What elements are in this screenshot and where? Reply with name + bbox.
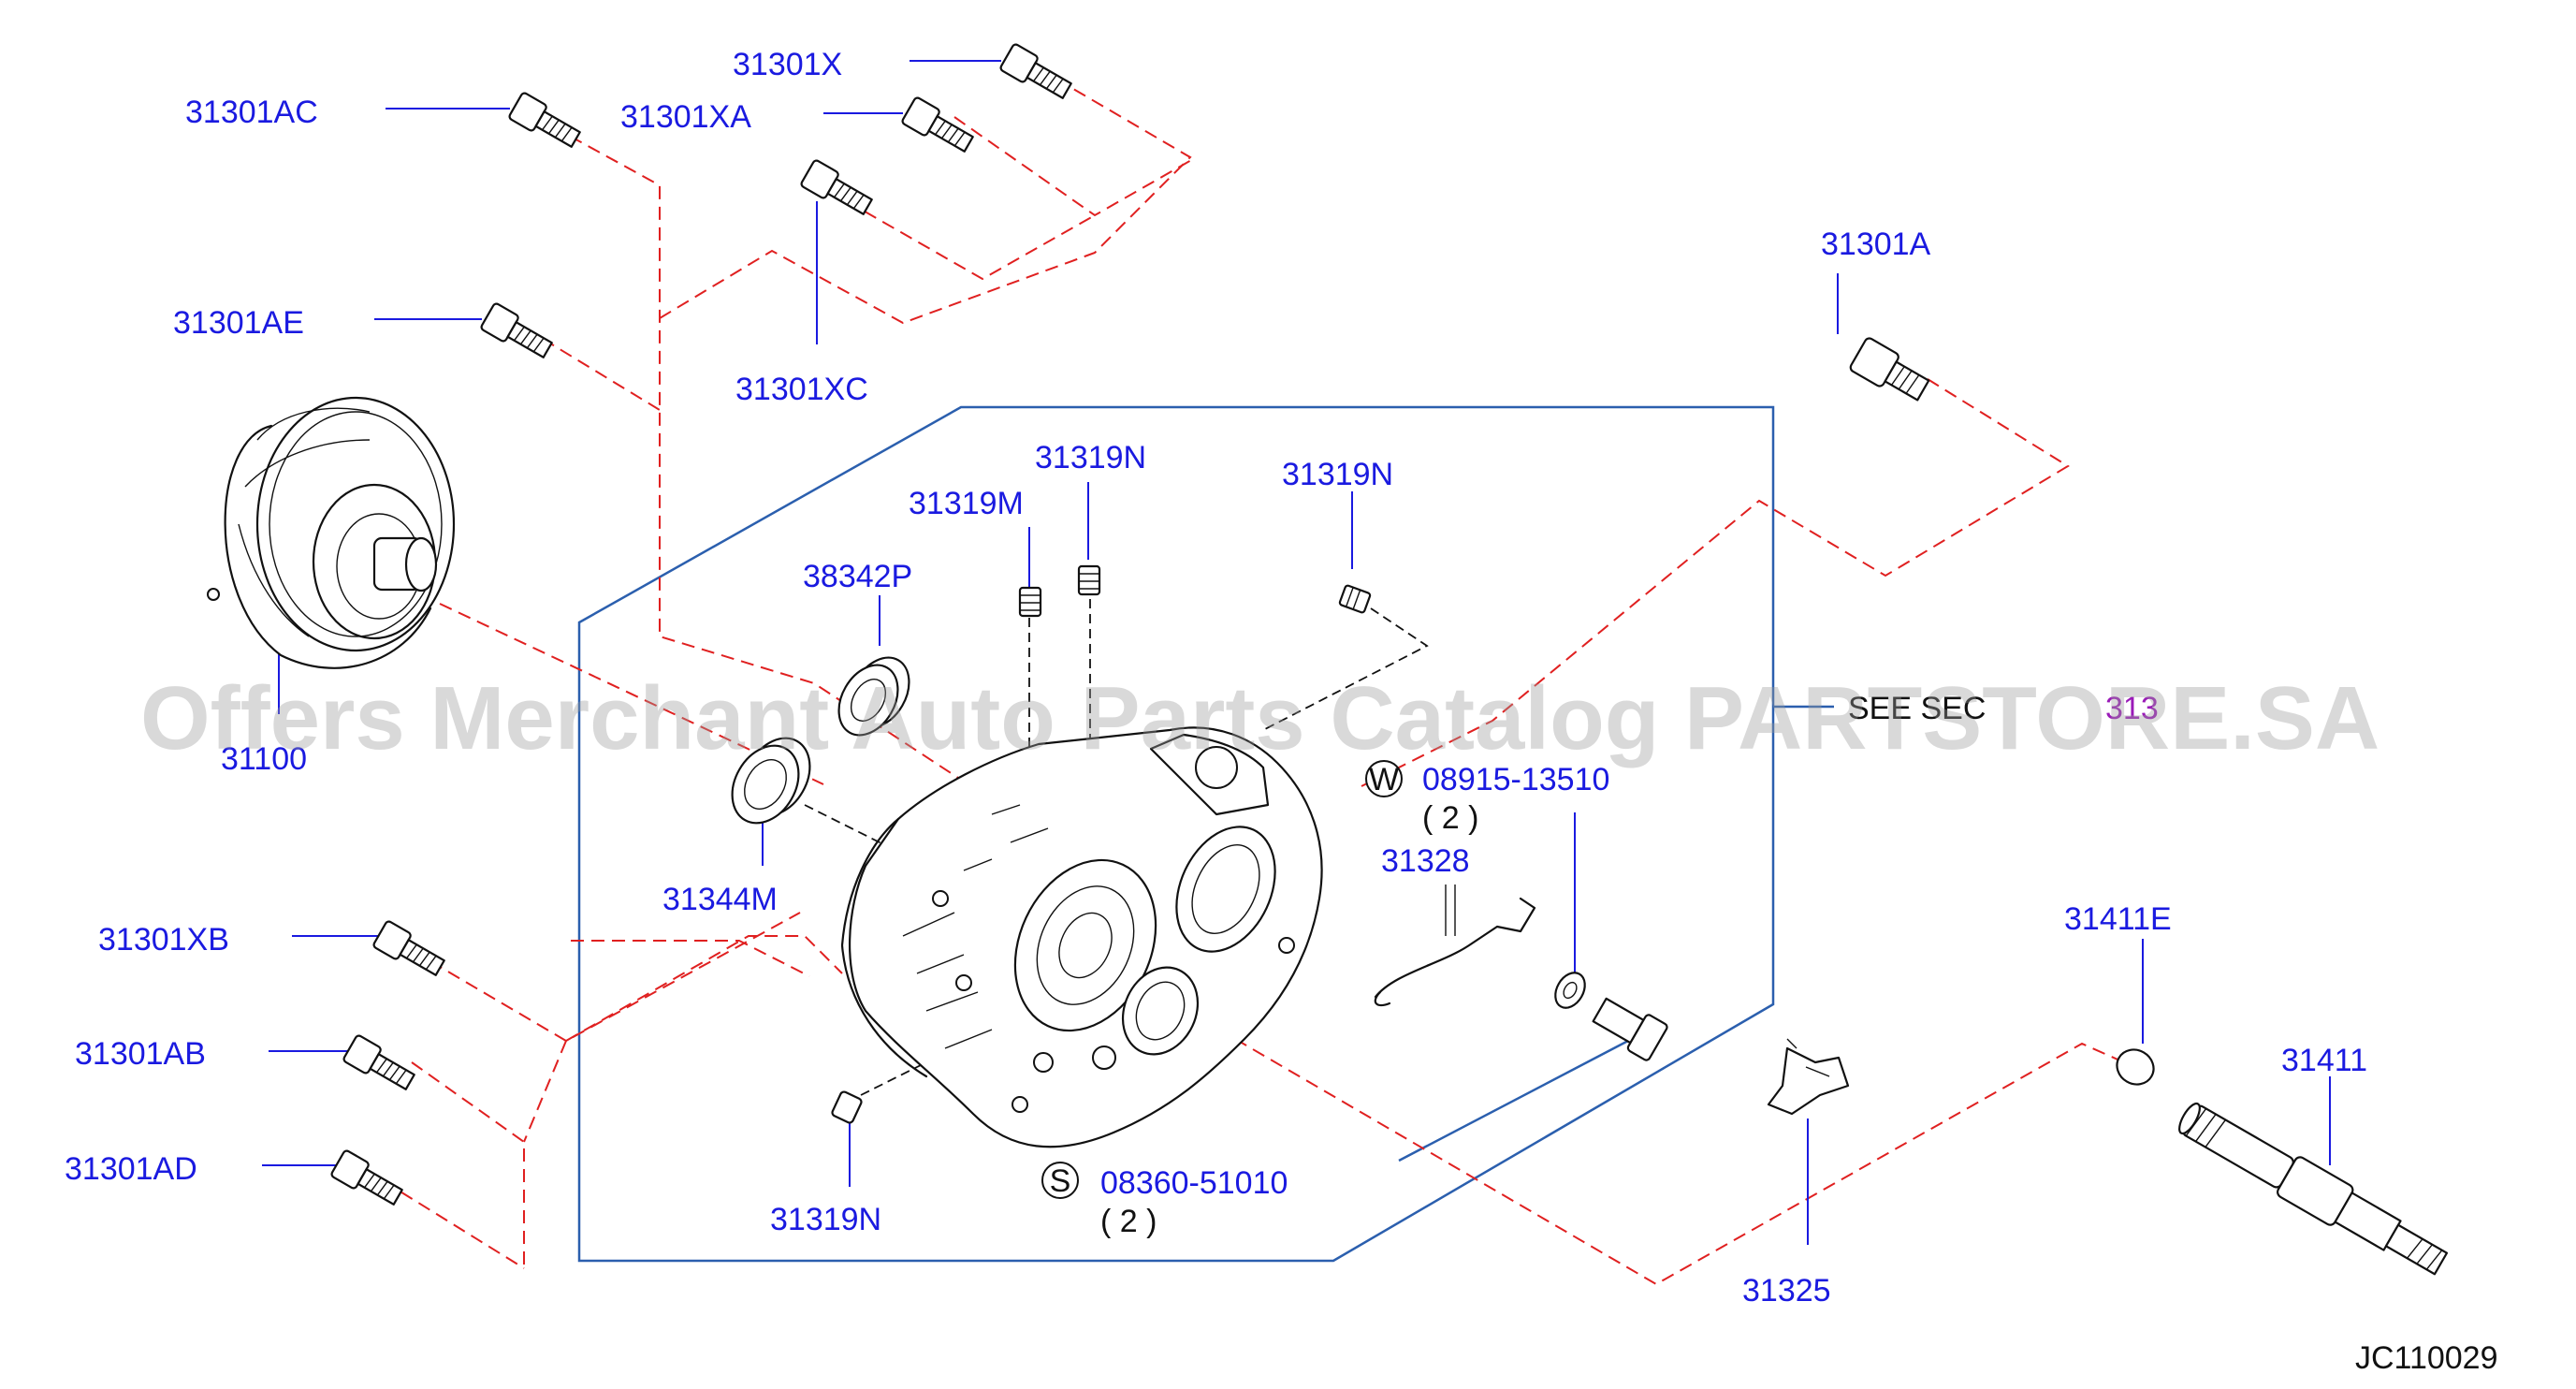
plug-31319n-bottom: [831, 1090, 863, 1124]
label-31301ae[interactable]: 31301AE: [173, 305, 304, 341]
bolt-31301xb: [372, 920, 445, 976]
oil-seal-38342p: [837, 656, 910, 737]
label-31319n-top[interactable]: 31319N: [1035, 440, 1146, 475]
label-08915-13510[interactable]: 08915-13510: [1422, 762, 1609, 797]
plug-31319m: [1018, 586, 1042, 618]
plug-31319n-right: [1338, 584, 1372, 614]
bolt-31301ae: [480, 302, 553, 358]
shaft-31411: [2178, 1102, 2449, 1276]
label-38342p[interactable]: 38342P: [803, 559, 912, 594]
bolt-31301ac: [508, 92, 581, 148]
bolt-31301xa: [901, 96, 974, 153]
label-31301ad[interactable]: 31301AD: [65, 1151, 197, 1187]
label-31319n-bottom[interactable]: 31319N: [770, 1202, 881, 1237]
cap-31411e: [2116, 1048, 2155, 1086]
washer-08915-hole: [1563, 981, 1578, 1000]
oil-seal-31344m: [731, 737, 811, 825]
label-08915-qty: ( 2 ): [1422, 800, 1478, 836]
label-31100[interactable]: 31100: [221, 741, 307, 777]
label-31301x[interactable]: 31301X: [733, 47, 842, 82]
label-31328[interactable]: 31328: [1381, 843, 1470, 879]
bolt-31301xc: [800, 159, 873, 215]
label-31301ac[interactable]: 31301AC: [185, 95, 318, 130]
watermark: Offers Merchant Auto Parts Catalog PARTS…: [140, 668, 2380, 768]
seal-center-line: [804, 804, 890, 848]
bolt-31301x: [999, 43, 1072, 99]
label-31301a[interactable]: 31301A: [1821, 227, 1931, 262]
label-31319m[interactable]: 31319M: [909, 486, 1024, 521]
label-31301xa[interactable]: 31301XA: [620, 99, 751, 135]
washer-symbol-circle: [1365, 760, 1403, 797]
plug-line-3: [1262, 607, 1429, 731]
label-31319n-right[interactable]: 31319N: [1282, 457, 1393, 492]
washer-symbol: W: [1369, 762, 1399, 797]
label-31411[interactable]: 31411: [2281, 1043, 2367, 1078]
plug-31319n-top: [1077, 564, 1101, 596]
see-sec-text: SEE SEC: [1848, 691, 1986, 726]
torque-converter-31100: [207, 396, 456, 669]
bolt-31301ad: [330, 1149, 403, 1206]
assembly-frame: [577, 405, 1775, 1263]
bolt-31301ab: [342, 1034, 415, 1090]
bolt-31301a: [1849, 337, 1930, 402]
label-31325[interactable]: 31325: [1742, 1273, 1831, 1309]
diagram-code: JC110029: [2355, 1340, 2498, 1376]
label-08360-51010[interactable]: 08360-51010: [1100, 1165, 1288, 1201]
label-31411e[interactable]: 31411E: [2064, 901, 2172, 937]
label-31301xc[interactable]: 31301XC: [735, 372, 868, 407]
label-31344m[interactable]: 31344M: [662, 882, 778, 917]
see-sec-link[interactable]: 313: [2105, 691, 2159, 726]
label-31301ab[interactable]: 31301AB: [75, 1036, 206, 1072]
frame-lower-link: [1398, 1039, 1629, 1162]
bolt-08360-51010: [1592, 997, 1668, 1061]
washer-08915-13510: [1554, 972, 1586, 1009]
bracket-31325: [1767, 1038, 1850, 1116]
screw-symbol-circle: [1041, 1162, 1079, 1199]
label-31301xb[interactable]: 31301XB: [98, 922, 229, 958]
transmission-case: [840, 726, 1323, 1148]
screw-symbol: S: [1050, 1163, 1071, 1199]
spring-31328: [1374, 885, 1536, 1007]
label-08360-qty: ( 2 ): [1100, 1204, 1157, 1239]
leader-lines: [262, 60, 2331, 1245]
